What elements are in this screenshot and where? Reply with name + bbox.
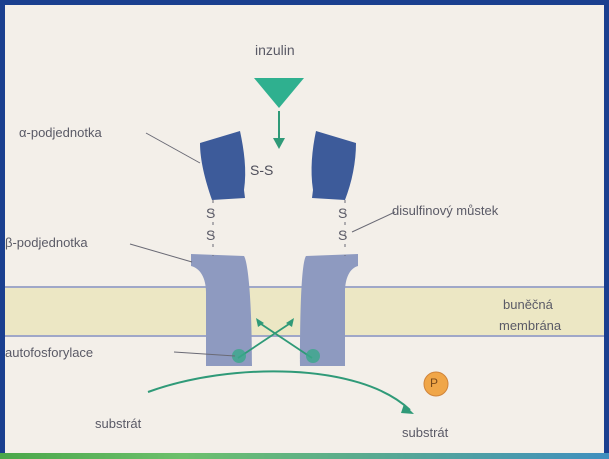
insulin-label: inzulin: [255, 43, 295, 58]
ss-horizontal-label: S-S: [250, 163, 273, 178]
substrate-right-label: substrát: [402, 425, 448, 440]
s-left-top-label: S: [206, 206, 215, 221]
s-right-bottom-label: S: [338, 228, 347, 243]
s-left-bottom-label: S: [206, 228, 215, 243]
autophosphorylation-label: autofosforylace: [5, 345, 93, 360]
alpha-subunit-right: [312, 131, 356, 200]
substrate-left-label: substrát: [95, 416, 141, 431]
beta-subunit-label: β-podjednotka: [5, 235, 88, 250]
alpha-subunit-left: [200, 131, 245, 200]
insulin-shape: [254, 78, 304, 108]
alpha-leader-line: [146, 133, 200, 163]
frame-right-border: [604, 0, 609, 459]
beta-leader-line: [130, 244, 192, 262]
insulin-arrowhead: [273, 138, 285, 149]
phosphate-label: P: [430, 376, 438, 391]
disulfide-bridge-label: disulfinový můstek: [392, 203, 498, 218]
frame-top-border: [0, 0, 609, 5]
membrane-label-line1: buněčná: [503, 297, 553, 312]
frame-left-border: [0, 0, 5, 459]
substrate-arrowhead: [401, 404, 414, 414]
substrate-arrow: [148, 371, 410, 410]
disulfide-leader-line: [352, 212, 395, 232]
membrane-label-line2: membrána: [499, 318, 561, 333]
s-right-top-label: S: [338, 206, 347, 221]
phospho-site-right: [306, 349, 320, 363]
alpha-subunit-label: α-podjednotka: [19, 125, 102, 140]
frame-bottom-border: [0, 453, 609, 459]
